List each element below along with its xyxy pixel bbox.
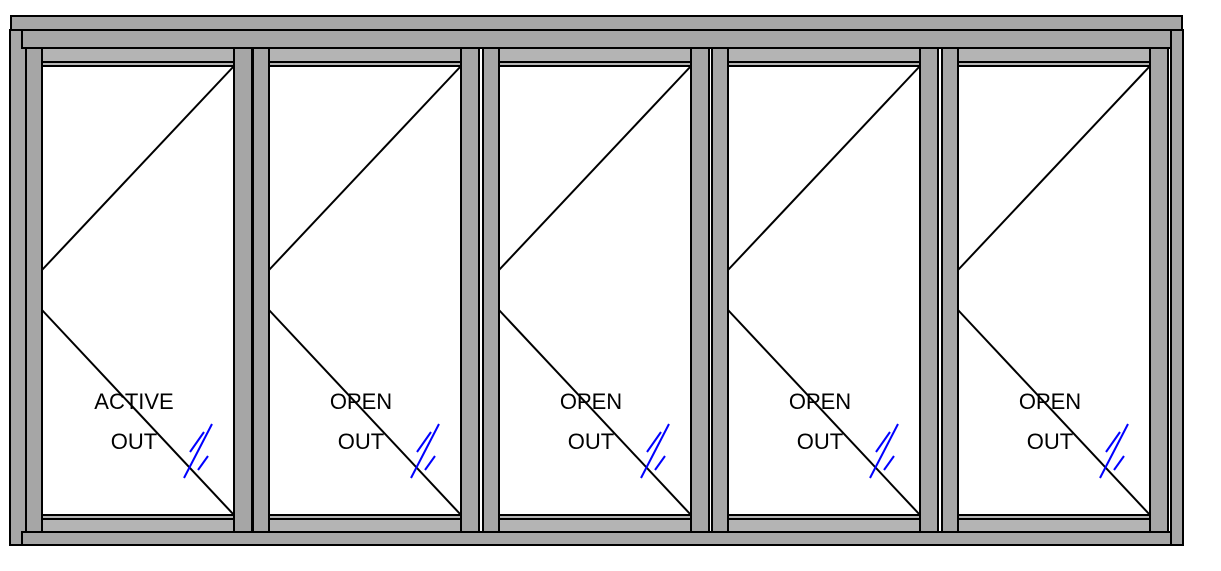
right-stile (919, 47, 939, 533)
panel-label-line1: ACTIVE (94, 389, 173, 414)
left-stile (252, 47, 270, 533)
bottom-rail (268, 514, 462, 533)
door-panel-4: OPEN OUT (711, 47, 939, 533)
top-rail (727, 47, 921, 67)
door-panel-1: ACTIVE OUT (25, 47, 253, 533)
swing-line (41, 65, 235, 271)
head-inner-frame (21, 29, 1172, 49)
panel-label-line2: OUT (338, 429, 384, 454)
bottom-rail (41, 514, 235, 533)
glass-mark-icon (183, 423, 213, 479)
panel-label-line1: OPEN (330, 389, 392, 414)
panel-label-line2: OUT (111, 429, 157, 454)
glass-mark-icon (410, 423, 440, 479)
left-stile (711, 47, 729, 533)
swing-line (957, 309, 1151, 516)
swing-line (268, 309, 462, 516)
bottom-rail (727, 514, 921, 533)
right-jamb (1170, 29, 1184, 546)
right-stile (1149, 47, 1169, 533)
glass-mark-icon (1099, 423, 1129, 479)
swing-line (498, 65, 692, 271)
swing-line (498, 309, 692, 516)
door-panel-5: OPEN OUT (941, 47, 1169, 533)
top-rail (498, 47, 692, 67)
swing-line (41, 309, 235, 516)
panel-label-line2: OUT (1027, 429, 1073, 454)
top-rail (41, 47, 235, 67)
head-frame (10, 15, 1183, 31)
swing-line (957, 65, 1151, 271)
left-jamb (9, 29, 27, 546)
glass-mark-icon (640, 423, 670, 479)
glass-pane (498, 65, 692, 516)
swing-line (268, 65, 462, 271)
bottom-rail (498, 514, 692, 533)
left-stile (941, 47, 959, 533)
panel-label-line2: OUT (568, 429, 614, 454)
panel-label-line2: OUT (797, 429, 843, 454)
right-stile (233, 47, 253, 533)
door-panel-3: OPEN OUT (482, 47, 710, 533)
swing-line (727, 309, 921, 516)
glass-mark-icon (869, 423, 899, 479)
glass-pane (268, 65, 462, 516)
panel-label-line1: OPEN (560, 389, 622, 414)
bottom-rail (957, 514, 1151, 533)
sill-frame (21, 531, 1172, 546)
right-stile (460, 47, 480, 533)
top-rail (268, 47, 462, 67)
left-stile (482, 47, 500, 533)
glass-pane (727, 65, 921, 516)
panel-label-line1: OPEN (789, 389, 851, 414)
swing-line (727, 65, 921, 271)
right-stile (690, 47, 710, 533)
left-stile (25, 47, 43, 533)
door-panel-2: OPEN OUT (252, 47, 480, 533)
top-rail (957, 47, 1151, 67)
panel-label-line1: OPEN (1019, 389, 1081, 414)
